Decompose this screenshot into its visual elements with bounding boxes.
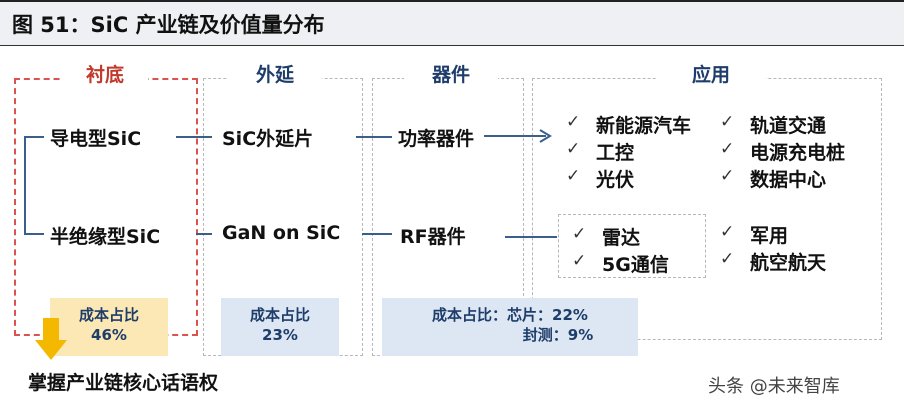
app-industrial-control: 工控 xyxy=(596,142,635,164)
device-item-power: 功率器件 xyxy=(398,128,475,150)
app-military: 军用 xyxy=(750,225,789,247)
figure-title: 图 51：SiC 产业链及价值量分布 xyxy=(12,13,325,37)
check-icon: ✓ xyxy=(720,112,735,132)
app-rail-transit: 轨道交通 xyxy=(750,115,827,137)
check-icon: ✓ xyxy=(720,139,735,159)
app-aerospace: 航空航天 xyxy=(750,252,827,274)
epitaxy-header: 外延 xyxy=(228,58,322,92)
substrate-header: 衬底 xyxy=(62,58,148,92)
connector-epi-device-bottom xyxy=(362,233,392,235)
check-icon: ✓ xyxy=(572,224,587,244)
device-cost-chip: 成本占比：芯片：22% xyxy=(432,306,588,324)
app-charging-pile: 电源充电桩 xyxy=(750,142,846,164)
epitaxy-cost-label: 成本占比 xyxy=(249,306,310,324)
application-header: 应用 xyxy=(656,58,766,92)
app-radar: 雷达 xyxy=(602,227,641,249)
device-header: 器件 xyxy=(404,58,498,92)
check-icon: ✓ xyxy=(720,249,735,269)
connector-rf-to-application xyxy=(505,236,557,238)
epitaxy-item-sic-wafer: SiC外延片 xyxy=(222,128,314,150)
down-arrow-icon xyxy=(35,318,67,360)
epitaxy-cost-value: 23% xyxy=(262,326,298,344)
substrate-bracket-vertical xyxy=(24,136,26,234)
substrate-bracket-bottom xyxy=(24,233,44,235)
check-icon: ✓ xyxy=(720,166,735,186)
substrate-cost-label: 成本占比 xyxy=(78,306,139,324)
bottom-note: 掌握产业链核心话语权 xyxy=(28,372,219,394)
epitaxy-item-gan-on-sic: GaN on SiC xyxy=(222,222,341,244)
app-new-energy-vehicle: 新能源汽车 xyxy=(596,115,692,137)
check-icon: ✓ xyxy=(572,251,587,271)
connector-substrate-epi-top xyxy=(176,136,212,138)
rf-application-subbox xyxy=(558,214,706,278)
check-icon: ✓ xyxy=(720,222,735,242)
connector-substrate-epi-bottom xyxy=(196,233,212,235)
substrate-cost-value: 46% xyxy=(91,326,127,344)
check-icon: ✓ xyxy=(566,112,581,132)
substrate-item-semi-insulating: 半绝缘型SiC xyxy=(50,226,161,248)
substrate-cost-box: 成本占比 46% xyxy=(50,298,168,356)
epitaxy-cost-box: 成本占比 23% xyxy=(221,298,339,356)
watermark: 头条 @未来智库 xyxy=(708,376,840,397)
app-data-center: 数据中心 xyxy=(750,169,827,191)
arrow-power-to-application xyxy=(484,129,552,143)
app-5g-communication: 5G通信 xyxy=(602,254,669,276)
app-photovoltaic: 光伏 xyxy=(596,169,635,191)
device-cost-box: 成本占比：芯片：22% 封测：9% xyxy=(382,298,638,356)
figure-header xyxy=(0,0,904,46)
device-item-rf: RF器件 xyxy=(400,226,466,248)
connector-epi-device-top xyxy=(356,136,392,138)
device-cost-packaging: 封测：9% xyxy=(522,326,594,344)
substrate-bracket-top xyxy=(24,136,44,138)
substrate-item-conductive: 导电型SiC xyxy=(50,128,142,150)
check-icon: ✓ xyxy=(566,166,581,186)
check-icon: ✓ xyxy=(566,139,581,159)
